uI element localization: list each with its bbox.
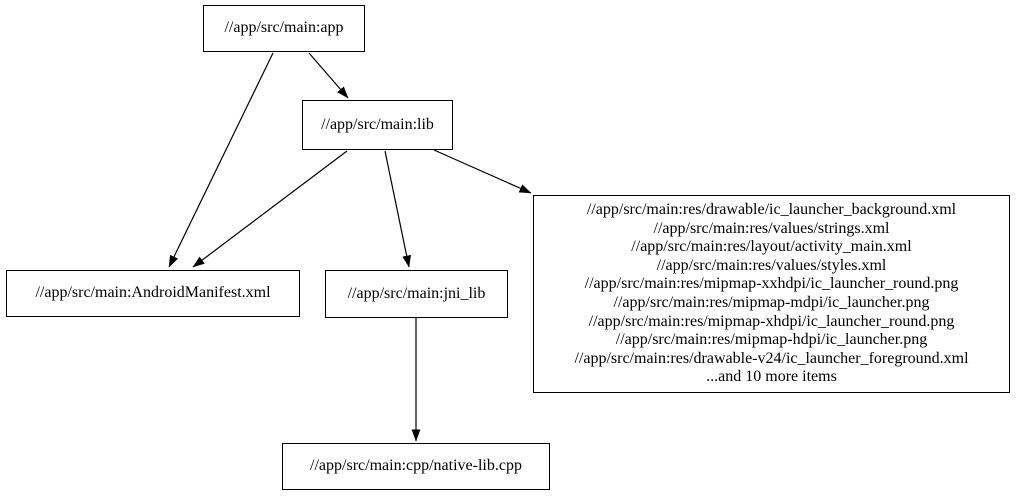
node-android-manifest-label: //app/src/main:AndroidManifest.xml — [35, 284, 271, 302]
edge-lib-to-resources — [433, 149, 532, 194]
resource-item: //app/src/main:res/mipmap-xxhdpi/ic_laun… — [584, 275, 959, 293]
edge-app-to-lib — [308, 52, 349, 99]
resource-item: //app/src/main:res/values/strings.xml — [653, 219, 890, 237]
resource-item: //app/src/main:res/mipmap-hdpi/ic_launch… — [615, 331, 928, 349]
node-resources-group: //app/src/main:res/drawable/ic_launcher_… — [533, 195, 1010, 393]
node-native-cpp: //app/src/main:cpp/native-lib.cpp — [282, 443, 550, 490]
node-lib: //app/src/main:lib — [302, 100, 453, 150]
node-native-cpp-label: //app/src/main:cpp/native-lib.cpp — [310, 457, 522, 475]
resource-item: //app/src/main:res/drawable-v24/ic_launc… — [574, 349, 969, 367]
edge-lib-to-jni-lib — [384, 150, 411, 268]
resource-item: //app/src/main:res/values/styles.xml — [656, 256, 887, 274]
resource-more-items: ...and 10 more items — [706, 368, 837, 386]
resource-item: //app/src/main:res/layout/activity_main.… — [631, 238, 912, 256]
resource-item: //app/src/main:res/drawable/ic_launcher_… — [586, 201, 957, 219]
edge-app-to-manifest — [168, 52, 274, 268]
node-lib-label: //app/src/main:lib — [321, 115, 434, 133]
resource-item: //app/src/main:res/mipmap-xhdpi/ic_launc… — [588, 312, 955, 330]
edge-lib-to-manifest — [192, 150, 348, 268]
node-jni-lib: //app/src/main:jni_lib — [325, 270, 508, 318]
resource-item: //app/src/main:res/mipmap-mdpi/ic_launch… — [613, 294, 930, 311]
node-app-label: //app/src/main:app — [224, 19, 344, 37]
node-android-manifest: //app/src/main:AndroidManifest.xml — [6, 270, 300, 317]
node-app: //app/src/main:app — [203, 5, 365, 52]
node-jni-lib-label: //app/src/main:jni_lib — [347, 284, 486, 302]
